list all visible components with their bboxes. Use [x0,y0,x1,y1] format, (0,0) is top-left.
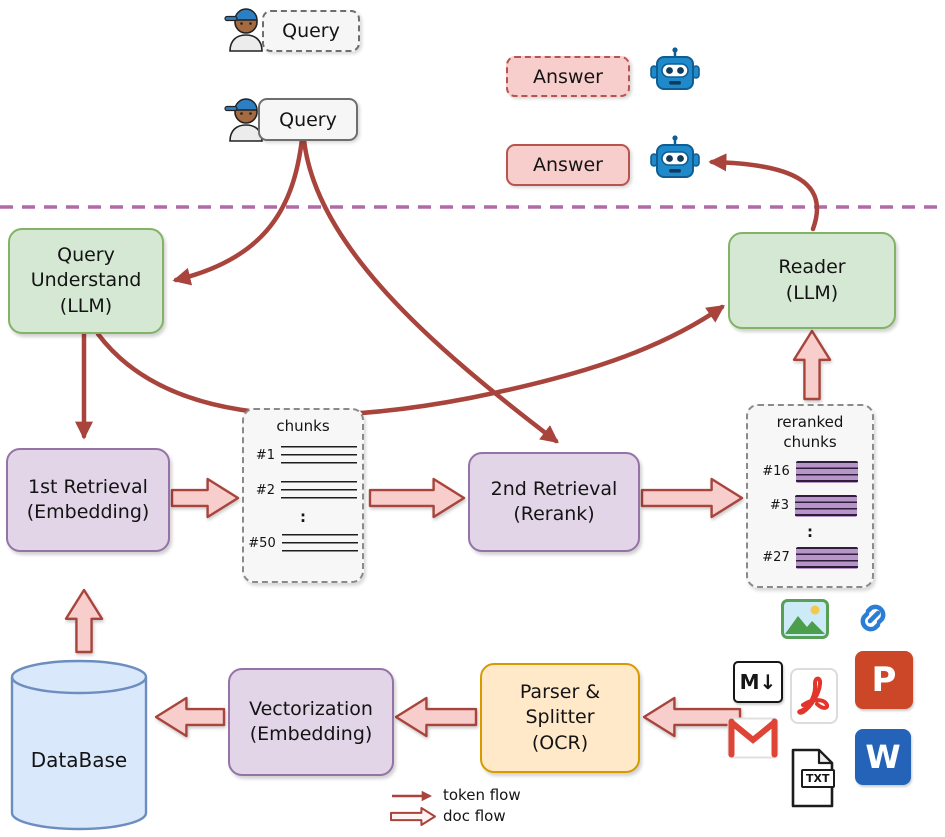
reranked-chunks-panel: reranked chunks #16 #3 : #27 [746,404,874,588]
parser-label-line1: Parser & [519,681,601,704]
chunk-rank-label: #16 [762,464,790,479]
doc-arrow-reranked-to-reader [792,329,832,401]
query-understand-label-line3: (LLM) [59,294,113,317]
user-icon-final [222,90,270,146]
chunk-row-1: #1 [249,446,357,466]
vectorization-label-line1: Vectorization [249,697,373,720]
gmail-icon [727,717,779,763]
user-icon-draft [222,0,270,56]
reranked-row-27: #27 [762,546,858,569]
vectorization-label-line2: (Embedding) [249,723,373,745]
parser-label-line2: Splitter [525,706,595,729]
pdf-file-icon [789,667,839,729]
chunk-text-lines-icon [281,481,357,501]
answer-draft-label: Answer [533,65,603,88]
reranked-panel-title-line1: reranked [776,413,844,431]
markdown-file-icon: M↓ [733,661,783,703]
answer-final-label: Answer [533,154,603,176]
txt-file-icon: TXT [787,747,837,813]
reader-label-line1: Reader [778,256,846,279]
markdown-icon-label: M↓ [739,670,777,694]
chunk-row-2: #2 [249,481,357,501]
chunk-text-lines-icon [281,534,358,554]
query-understand-label-line2: Understand [30,269,142,292]
doc-arrow-files-to-parser [642,696,742,738]
parser-splitter-node: Parser & Splitter (OCR) [480,663,640,773]
database-cylinder: DataBase [8,656,150,834]
doc-arrow-first-retrieval-to-chunks [170,477,240,519]
query-understand-label-line1: Query [57,244,115,267]
reader-label-line2: (LLM) [785,281,839,304]
flow-arrow-reader-to-answer [708,153,820,232]
second-retrieval-label-line1: 2nd Retrieval [490,477,618,500]
token-flow-legend-label: token flow [443,786,521,804]
doc-arrow-parser-to-vectorization [394,696,478,738]
chunk-rank-label: #2 [255,483,275,499]
chunk-rank-label: #1 [255,448,275,464]
query-draft-label: Query [282,20,340,42]
txt-icon-label: TXT [801,769,835,788]
doc-flow-legend-arrow-icon [390,807,436,826]
vectorization-node: Vectorization (Embedding) [228,668,394,776]
doc-flow-legend-label: doc flow [443,807,506,825]
word-icon-label: W [865,738,901,776]
powerpoint-icon-label: P [871,660,897,700]
robot-icon-final [648,132,702,190]
chunks-panel-title: chunks [276,417,330,435]
doc-arrow-database-to-first-retrieval [64,588,104,654]
doc-arrow-second-retrieval-to-reranked [640,477,744,519]
doc-arrow-chunks-to-second-retrieval [368,477,466,519]
reranked-row-3: #3 [763,494,857,517]
database-label: DataBase [30,748,128,772]
reranked-chunk-bar-icon [795,546,858,569]
reranked-chunk-bar-icon [795,460,858,483]
second-retrieval-node: 2nd Retrieval (Rerank) [468,452,640,552]
chunk-rank-label: #3 [769,498,789,513]
reranked-panel-title-line2: chunks [783,433,837,452]
doc-arrow-vectorization-to-database [154,696,226,738]
reranked-row-16: #16 [762,460,858,483]
powerpoint-file-icon: P [855,651,913,709]
word-file-icon: W [855,729,911,785]
reranked-chunk-bar-icon [795,494,857,517]
chunk-row-50: #50 [248,534,358,554]
first-retrieval-label-line1: 1st Retrieval [28,475,148,498]
chunk-rank-label: #27 [762,550,790,565]
query-box-draft: Query [262,10,360,52]
query-box-final: Query [258,98,358,141]
answer-box-draft: Answer [506,56,630,97]
link-icon [851,596,895,644]
answer-box-final: Answer [506,144,630,186]
query-understand-node: Query Understand (LLM) [8,228,164,334]
chunks-panel: chunks #1 #2 : #50 [242,408,364,583]
chunk-text-lines-icon [281,446,357,466]
reranked-ellipsis: : [807,522,813,541]
flow-arrow-query-to-query-understand [172,136,305,286]
reader-node: Reader (LLM) [728,232,896,329]
flow-arrow-query-understand-to-reader [95,304,725,418]
second-retrieval-label-line2: (Rerank) [513,503,595,525]
parser-label-line3: (OCR) [531,731,589,754]
first-retrieval-label-line2: (Embedding) [26,501,150,523]
first-retrieval-node: 1st Retrieval (Embedding) [6,448,170,552]
robot-icon-draft [648,44,702,102]
image-file-icon [781,599,829,643]
chunk-rank-label: #50 [248,536,276,552]
chunks-ellipsis: : [300,508,306,527]
query-final-label: Query [279,108,337,131]
